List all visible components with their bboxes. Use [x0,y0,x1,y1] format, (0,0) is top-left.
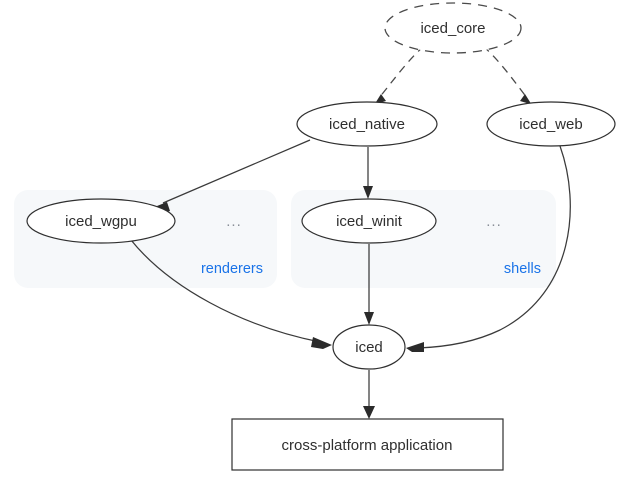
node-iced-core[interactable]: iced_core [384,2,522,54]
node-iced-web[interactable]: iced_web [486,101,616,147]
node-iced-core-label: iced_core [420,20,485,37]
cluster-renderers-ellipsis: ... [226,213,242,230]
cluster-renderers-label: renderers [201,261,263,277]
cluster-shells-ellipsis: ... [486,213,502,230]
arrowhead-icon [363,186,373,199]
edge-iced-wgpu-to-iced [130,239,332,349]
node-iced-wgpu[interactable]: iced_wgpu [26,198,176,244]
node-iced-web-label: iced_web [519,116,582,133]
edge-iced-core-to-iced-web [482,45,535,110]
edge-line [378,45,425,99]
node-iced-wgpu-shape[interactable] [26,198,176,244]
edge-line [162,139,311,204]
edge-iced-web-to-iced [406,145,571,352]
node-iced-winit-label: iced_winit [336,213,403,230]
cluster-shells-label: shells [504,261,541,277]
node-iced[interactable]: iced [332,324,406,370]
node-iced-native[interactable]: iced_native [296,101,438,147]
node-iced-core-shape[interactable] [384,2,522,54]
edge-iced-core-to-iced-native [371,45,425,110]
edge-line [417,145,571,349]
node-iced-native-label: iced_native [329,116,405,133]
node-iced-web-shape[interactable] [486,101,616,147]
edge-iced-to-application [363,370,375,419]
node-cross-platform-application-label: cross-platform application [282,437,453,454]
node-iced-wgpu-label: iced_wgpu [65,213,137,230]
edge-iced-native-to-iced-winit [363,147,373,199]
node-iced-winit[interactable]: iced_winit [301,198,437,244]
node-iced-winit-shape[interactable] [301,198,437,244]
arrowhead-icon [406,342,424,352]
node-iced-shape[interactable] [332,324,406,370]
node-cross-platform-application-shape[interactable] [231,418,504,471]
edge-line [482,45,528,99]
node-iced-label: iced [355,339,383,356]
edge-line [130,239,321,343]
node-iced-native-shape[interactable] [296,101,438,147]
node-cross-platform-application[interactable]: cross-platform application [231,418,504,471]
arrowhead-icon [363,406,375,419]
edge-iced-winit-to-iced [364,244,374,325]
arrowhead-icon [520,94,535,110]
arrowhead-icon [364,312,374,325]
arrowhead-icon [311,337,332,349]
